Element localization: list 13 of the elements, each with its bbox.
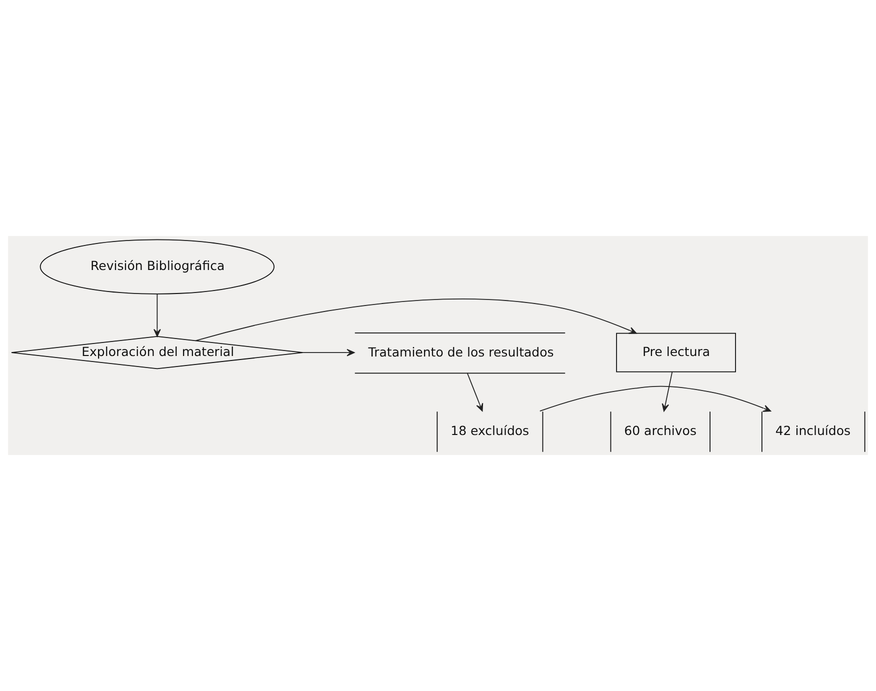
node-diamond: Exploración del material xyxy=(11,336,304,370)
arrow xyxy=(662,372,673,412)
node-text: 18 excluídos xyxy=(450,423,530,438)
arrow xyxy=(195,298,637,342)
node-text: 42 incluídos xyxy=(775,423,851,438)
arrow xyxy=(154,294,161,337)
node-box: Pre lectura xyxy=(616,332,736,372)
node-text: Tratamiento de los resultados xyxy=(368,344,554,360)
node-text: 60 archivos xyxy=(624,423,696,438)
node-ellipse: Revisión Bibliográfica xyxy=(40,239,274,294)
arrow xyxy=(466,372,484,412)
arrow xyxy=(539,386,772,412)
arrow xyxy=(302,348,355,356)
